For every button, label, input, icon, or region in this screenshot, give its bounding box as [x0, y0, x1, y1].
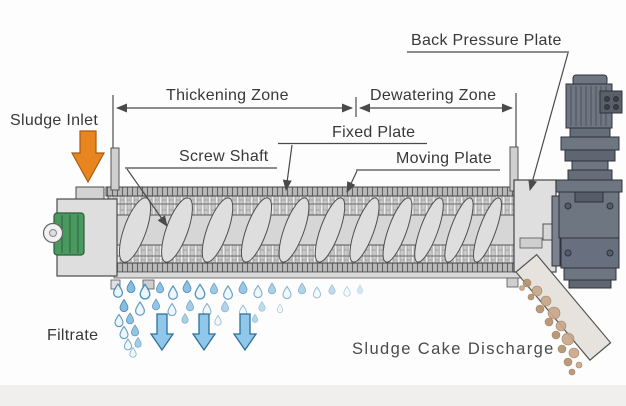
screw-shaft-graphic	[71, 197, 546, 263]
label-sludge-inlet: Sludge Inlet	[10, 112, 99, 129]
discharge-chute	[515, 253, 612, 376]
terminal-box	[599, 90, 623, 114]
gearbox-flange	[555, 179, 623, 193]
leader-back-pressure-plate	[528, 52, 569, 191]
label-sludge-cake-discharge: Sludge Cake Discharge	[352, 340, 555, 358]
photo-edge-band	[0, 385, 626, 406]
label-moving-plate: Moving Plate	[396, 150, 493, 167]
right-foot	[506, 277, 519, 288]
label-filtrate: Filtrate	[47, 327, 99, 344]
filtrate-arrows	[149, 313, 258, 352]
screw-flights	[118, 197, 502, 263]
inlet-arrow	[70, 130, 106, 184]
leader-fixed-plate	[282, 144, 293, 191]
filtrate-drops	[112, 279, 364, 358]
front-end-plate	[110, 147, 120, 191]
label-dewatering-zone: Dewatering Zone	[370, 87, 497, 104]
leader-screw-shaft	[126, 168, 168, 227]
leader-moving-plate	[346, 170, 358, 193]
gear-motor	[551, 74, 623, 289]
label-thickening-zone: Thickening Zone	[166, 87, 289, 104]
dimension-lines	[112, 93, 517, 148]
label-back-pressure-plate: Back Pressure Plate	[411, 32, 562, 49]
bearing	[42, 212, 85, 256]
inlet-housing	[42, 186, 118, 277]
label-fixed-plate: Fixed Plate	[332, 124, 416, 141]
label-screw-shaft: Screw Shaft	[179, 148, 269, 165]
sludge-crumbs	[519, 278, 583, 376]
label-leaders	[125, 51, 569, 227]
motor-foot	[563, 267, 617, 281]
